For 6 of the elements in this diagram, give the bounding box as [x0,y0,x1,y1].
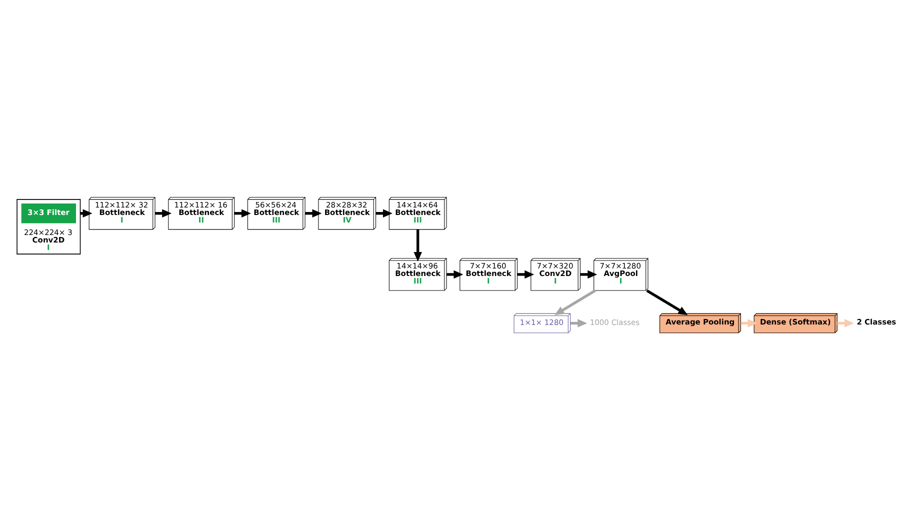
arrow [446,270,464,279]
arrow [517,270,534,279]
arrow [580,270,598,279]
arrow [414,230,422,262]
arrow [646,289,688,316]
arrow [554,289,596,316]
